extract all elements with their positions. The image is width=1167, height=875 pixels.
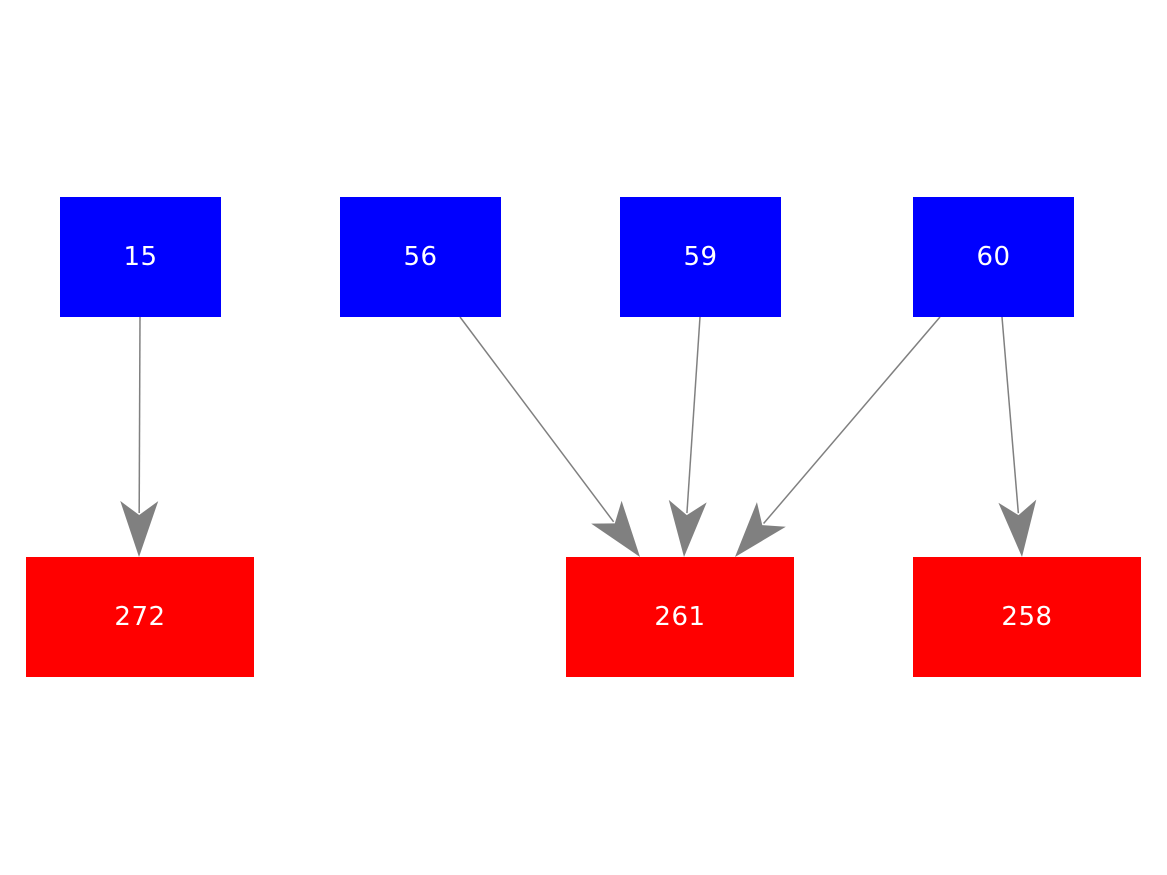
node-15[interactable]: 15 <box>60 197 221 317</box>
node-59[interactable]: 59 <box>620 197 781 317</box>
node-label-59: 59 <box>683 242 718 272</box>
node-label-258: 258 <box>1001 602 1053 632</box>
node-272[interactable]: 272 <box>26 557 254 677</box>
arrowhead-60-258 <box>998 499 1037 557</box>
node-258[interactable]: 258 <box>913 557 1141 677</box>
node-label-261: 261 <box>654 602 706 632</box>
edge-line-56-261 <box>459 316 615 523</box>
node-56[interactable]: 56 <box>340 197 501 317</box>
node-label-56: 56 <box>403 242 438 272</box>
edge-line-15-272 <box>138 316 141 514</box>
arrowhead-60-261 <box>735 502 786 557</box>
arrowhead-59-261 <box>668 499 707 557</box>
node-label-272: 272 <box>114 602 166 632</box>
edge-line-59-261 <box>686 316 701 514</box>
node-label-60: 60 <box>976 242 1011 272</box>
node-60[interactable]: 60 <box>913 197 1074 317</box>
arrowhead-15-272 <box>120 500 159 557</box>
edge-line-60-258 <box>1001 316 1020 514</box>
node-label-15: 15 <box>123 242 158 272</box>
node-261[interactable]: 261 <box>566 557 794 677</box>
edge-line-60-261 <box>763 316 941 525</box>
arrowhead-56-261 <box>591 500 640 557</box>
